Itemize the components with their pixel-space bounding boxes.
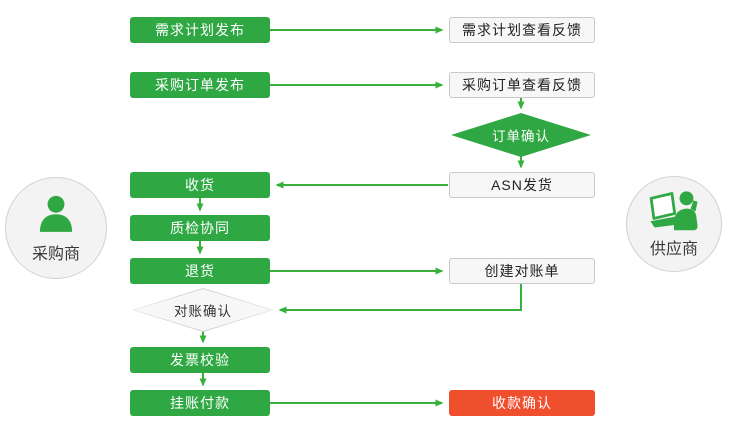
buyer-person-icon bbox=[33, 192, 79, 238]
actor-buyer: 采购商 bbox=[5, 177, 107, 279]
step-receive: 收货 bbox=[130, 172, 270, 198]
step-asn-ship: ASN发货 bbox=[449, 172, 595, 198]
actor-supplier-label: 供应商 bbox=[649, 240, 698, 258]
step-create-statement: 创建对账单 bbox=[449, 258, 595, 284]
step-quality-collab: 质检协同 bbox=[130, 215, 270, 241]
actor-supplier: 供应商 bbox=[626, 176, 722, 272]
decision-order-confirm-label: 订单确认 bbox=[492, 129, 550, 144]
step-demand-plan-feedback: 需求计划查看反馈 bbox=[449, 17, 595, 43]
step-po-feedback: 采购订单查看反馈 bbox=[449, 72, 595, 98]
supplier-person-laptop-icon bbox=[646, 190, 702, 233]
step-return-goods: 退货 bbox=[130, 258, 270, 284]
step-receipt-confirm: 收款确认 bbox=[449, 390, 595, 416]
step-invoice-verify: 发票校验 bbox=[130, 347, 270, 373]
actor-buyer-label: 采购商 bbox=[31, 246, 80, 263]
step-booked-payment: 挂账付款 bbox=[130, 390, 270, 416]
step-demand-plan-publish: 需求计划发布 bbox=[130, 17, 270, 43]
step-po-publish: 采购订单发布 bbox=[130, 72, 270, 98]
decision-statement-confirm-label: 对账确认 bbox=[174, 304, 232, 319]
